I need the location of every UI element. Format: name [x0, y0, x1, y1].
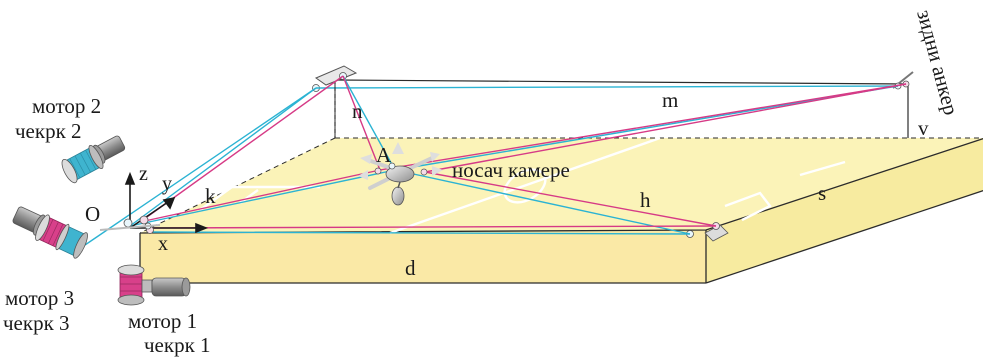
motor-1 — [151, 277, 187, 297]
label-motor-2: мотор 2 — [32, 94, 101, 118]
motor-2-assembly — [61, 135, 126, 184]
label-segment-h: h — [640, 188, 651, 212]
field-top-surface — [140, 138, 983, 233]
field-right-face — [706, 138, 983, 283]
attach-point-2 — [388, 162, 396, 170]
attach-point-3 — [420, 168, 428, 176]
origin-pulleys — [99, 215, 161, 234]
label-motor-1: мотор 1 — [128, 309, 197, 333]
label-axis-y: y — [162, 173, 172, 195]
cables — [84, 75, 907, 246]
cyan-cables — [84, 75, 899, 246]
label-axis-x: x — [158, 233, 168, 255]
label-winch-1: чекрк 1 — [144, 333, 211, 357]
magenta-cables — [139, 75, 907, 229]
field-bottom-right-edge — [705, 189, 983, 284]
label-segment-n: n — [352, 99, 363, 123]
camera-lens — [391, 186, 405, 206]
label-point-a: A — [376, 143, 392, 167]
camera-carrier — [358, 142, 443, 206]
field-markings — [199, 136, 846, 235]
motor-1-assembly — [117, 264, 191, 306]
carrier-arrows — [358, 142, 443, 180]
labels: мотор 2 чекрк 2 мотор 3 чекрк 3 мотор 1 … — [3, 7, 963, 357]
motor-3-assembly — [12, 206, 88, 259]
label-winch-2: чекрк 2 — [15, 119, 82, 143]
label-segment-k: k — [205, 184, 216, 208]
label-segment-m: m — [662, 88, 678, 112]
field-front-face — [140, 230, 706, 283]
label-segment-v: v — [918, 116, 929, 140]
label-camera-carrier: носач камере — [452, 158, 570, 182]
label-wall-anchor: зидни анкер — [912, 7, 963, 118]
frame-lines — [334, 79, 909, 138]
label-segment-d: d — [405, 256, 416, 280]
label-winch-3: чекрк 3 — [3, 311, 70, 335]
label-segment-s: s — [818, 181, 826, 205]
label-motor-3: мотор 3 — [5, 286, 74, 310]
label-axis-z: z — [139, 163, 148, 185]
label-origin: O — [85, 202, 100, 226]
attach-point-1 — [374, 167, 382, 175]
